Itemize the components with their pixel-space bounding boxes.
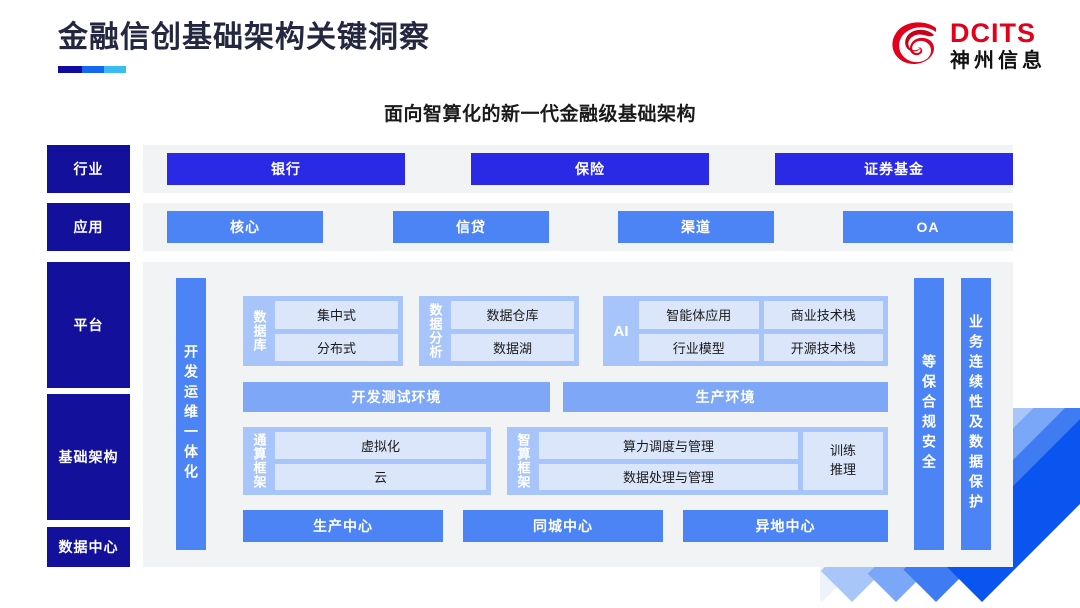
- rule-segment-1: [58, 66, 82, 73]
- group-general-compute-framework: 通算框架 虚拟化 云: [243, 427, 491, 495]
- sidebar-item-infrastructure[interactable]: 基础架构: [47, 394, 130, 520]
- cell-opensource-stack[interactable]: 开源技术栈: [763, 333, 883, 361]
- group-intelligent-compute-label: 智算框架: [515, 433, 531, 489]
- cell-commercial-stack[interactable]: 商业技术栈: [763, 301, 883, 329]
- title-underline-rule: [58, 66, 126, 73]
- cell-data-lake[interactable]: 数据湖: [451, 333, 574, 361]
- industry-item-bank[interactable]: 银行: [167, 153, 405, 185]
- rule-segment-3: [104, 66, 126, 73]
- application-item-credit[interactable]: 信贷: [393, 211, 549, 243]
- sidebar-item-platform[interactable]: 平台: [47, 262, 130, 388]
- cell-data-processing[interactable]: 数据处理与管理: [539, 463, 798, 490]
- sidebar-item-data-center[interactable]: 数据中心: [47, 527, 130, 567]
- group-general-compute-label: 通算框架: [251, 433, 267, 489]
- industry-band: 银行 保险 证券基金: [143, 145, 1013, 193]
- application-item-channel[interactable]: 渠道: [618, 211, 774, 243]
- application-band: 核心 信贷 渠道 OA: [143, 203, 1013, 251]
- cell-compute-scheduling[interactable]: 算力调度与管理: [539, 432, 798, 459]
- group-data-analysis: 数据分析 数据仓库 数据湖: [419, 296, 579, 366]
- application-item-oa[interactable]: OA: [843, 211, 1013, 243]
- sidebar-item-industry[interactable]: 行业: [47, 145, 130, 193]
- data-center-production[interactable]: 生产中心: [243, 510, 443, 542]
- rule-segment-2: [82, 66, 104, 73]
- cell-cloud[interactable]: 云: [275, 463, 486, 490]
- dcits-swirl-icon: [890, 21, 942, 71]
- page-title: 金融信创基础架构关键洞察: [58, 21, 430, 54]
- environment-dev-test[interactable]: 开发测试环境: [243, 382, 550, 412]
- environment-production[interactable]: 生产环境: [563, 382, 888, 412]
- cell-train-inference[interactable]: 训练 推理: [803, 432, 883, 490]
- data-center-remote[interactable]: 异地中心: [683, 510, 888, 542]
- logo-en-text: DCITS: [950, 18, 1036, 48]
- group-intelligent-compute-framework: 智算框架 算力调度与管理 数据处理与管理 训练 推理: [507, 427, 888, 495]
- group-ai: AI 智能体应用 商业技术栈 行业模型 开源技术栈: [603, 296, 888, 366]
- group-ai-label: AI: [613, 322, 629, 340]
- cell-data-warehouse[interactable]: 数据仓库: [451, 301, 574, 329]
- cell-virtualization[interactable]: 虚拟化: [275, 432, 486, 459]
- vertical-bar-devops[interactable]: 开发运维一体化: [176, 278, 206, 550]
- dcits-logo: DCITS 神州信息: [890, 20, 1046, 71]
- inference-label: 推理: [829, 462, 856, 477]
- cell-distributed[interactable]: 分布式: [275, 333, 398, 361]
- logo-cn-text: 神州信息: [950, 50, 1046, 72]
- vertical-bar-security-compliance[interactable]: 等保合规安全: [914, 278, 944, 550]
- group-database-label: 数据库: [251, 310, 267, 352]
- subtitle: 面向智算化的新一代金融级基础架构: [383, 104, 696, 125]
- application-item-core[interactable]: 核心: [167, 211, 323, 243]
- platform-band: 开发运维一体化 等保合规安全 业务连续性及数据保护 数据库 集中式 分布式 数据…: [143, 262, 1013, 567]
- group-database: 数据库 集中式 分布式: [243, 296, 403, 366]
- cell-centralized[interactable]: 集中式: [275, 301, 398, 329]
- sidebar-item-application[interactable]: 应用: [47, 203, 130, 251]
- vertical-bar-business-continuity[interactable]: 业务连续性及数据保护: [961, 278, 991, 550]
- train-label: 训练: [829, 443, 856, 459]
- industry-item-insurance[interactable]: 保险: [471, 153, 709, 185]
- cell-industry-model[interactable]: 行业模型: [639, 333, 759, 361]
- header: 金融信创基础架构关键洞察: [58, 18, 430, 73]
- group-data-analysis-label: 数据分析: [427, 303, 443, 359]
- cell-agent-application[interactable]: 智能体应用: [639, 301, 759, 329]
- data-center-metro[interactable]: 同城中心: [463, 510, 663, 542]
- industry-item-securities-fund[interactable]: 证券基金: [775, 153, 1013, 185]
